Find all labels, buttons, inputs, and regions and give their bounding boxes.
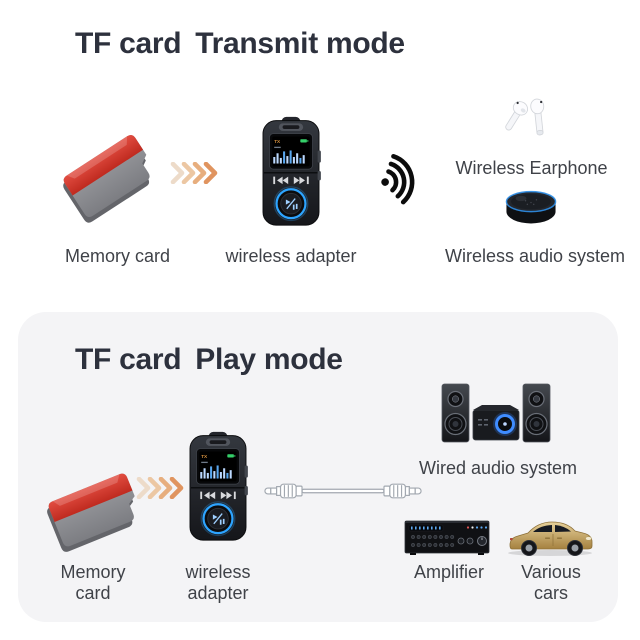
- wireless-adapter-icon: [188, 430, 248, 542]
- various-cars-label: Various cars: [521, 562, 581, 603]
- wireless-audio-system-label: Wireless audio system: [444, 246, 626, 266]
- wireless-signal-icon: [378, 151, 422, 211]
- memory-card-icon: [60, 126, 160, 226]
- title-prefix: TF card: [75, 343, 182, 376]
- wireless-adapter-label: wireless adapter: [225, 246, 357, 266]
- wireless-earphone-icon: [500, 94, 552, 150]
- car-icon: [502, 512, 598, 558]
- transmit-mode-title: TF card Transmit mode: [75, 27, 405, 61]
- play-mode-card: TF card Play mode: [18, 312, 618, 622]
- title-mode: Play mode: [195, 343, 343, 376]
- wireless-adapter-label: wireless adapter: [185, 562, 251, 603]
- flow-arrows-icon: [136, 477, 186, 499]
- wired-audio-system-icon: [436, 382, 556, 450]
- title-mode: Transmit mode: [195, 27, 405, 60]
- wireless-adapter-icon: [261, 115, 321, 227]
- title-prefix: TF card: [75, 27, 182, 60]
- memory-card-icon: [45, 460, 145, 560]
- aux-cable-icon: [262, 478, 424, 504]
- amplifier-label: Amplifier: [413, 562, 484, 582]
- amplifier-icon: [404, 517, 490, 557]
- wireless-earphone-label: Wireless Earphone: [455, 158, 608, 178]
- flow-arrows-icon: [170, 162, 220, 184]
- play-mode-title: TF card Play mode: [75, 343, 343, 377]
- wired-audio-system-label: Wired audio system: [418, 458, 578, 478]
- smart-speaker-icon: [503, 188, 559, 228]
- memory-card-label: Memory card: [64, 246, 171, 266]
- memory-card-label: Memory card: [60, 562, 126, 603]
